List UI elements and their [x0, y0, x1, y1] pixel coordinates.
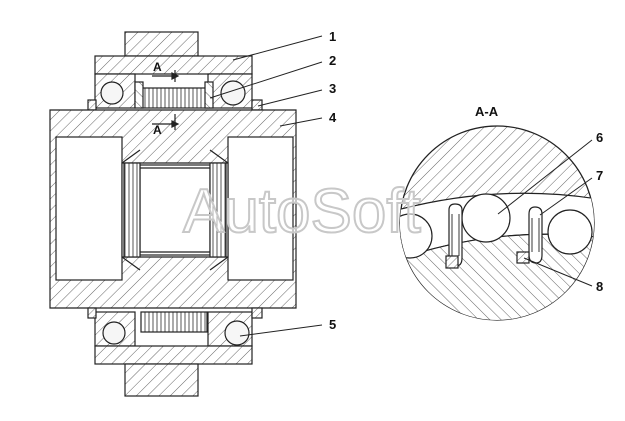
spring-seat-left — [445, 255, 459, 269]
section-title: A-A — [475, 104, 499, 119]
callout-6: 6 — [596, 130, 603, 145]
cut-letter-top: A — [153, 60, 162, 74]
left-cavity — [55, 136, 123, 281]
gear-assembly — [49, 31, 297, 397]
spring-clip-right — [528, 206, 543, 264]
callout-4: 4 — [329, 110, 337, 125]
top-spacer — [134, 81, 144, 109]
top-right-bearing-ball — [220, 80, 246, 106]
bottom-right-bearing-ball — [224, 320, 250, 346]
section-roller-center — [461, 193, 511, 243]
top-needle-rollers — [140, 87, 208, 109]
splined-shaft — [139, 164, 211, 256]
leader-lines — [209, 35, 593, 337]
bottom-gear-body — [94, 345, 253, 365]
bottom-gear-hub — [124, 363, 199, 397]
bottom-left-bearing-ball — [102, 321, 126, 345]
bottom-needle-rollers — [140, 311, 208, 333]
spring-seat-right — [516, 251, 530, 264]
bottom-ring-right — [251, 307, 263, 319]
shaft-right-spline — [209, 162, 227, 258]
right-cavity — [227, 136, 294, 281]
watermark-fill: AutoSoft — [183, 177, 421, 246]
shaft-left-spline — [123, 162, 141, 258]
top-spacer-right — [204, 81, 214, 109]
callout-2: 2 — [329, 53, 336, 68]
callout-5: 5 — [329, 317, 336, 332]
callout-8: 8 — [596, 279, 603, 294]
section-roller-right — [547, 209, 593, 255]
watermark-text: AutoSoft — [183, 177, 421, 246]
section-markers — [152, 70, 180, 130]
top-left-bearing-ball — [100, 81, 124, 105]
bottom-ring-left — [87, 307, 97, 319]
callout-3: 3 — [329, 81, 336, 96]
section-roller-left — [400, 213, 433, 259]
callout-7: 7 — [596, 168, 603, 183]
callout-1: 1 — [329, 29, 336, 44]
top-gear-hub — [124, 31, 199, 57]
cut-letter-bottom: A — [153, 123, 162, 137]
top-gear-body — [94, 55, 253, 75]
retaining-ring-left — [87, 99, 97, 111]
